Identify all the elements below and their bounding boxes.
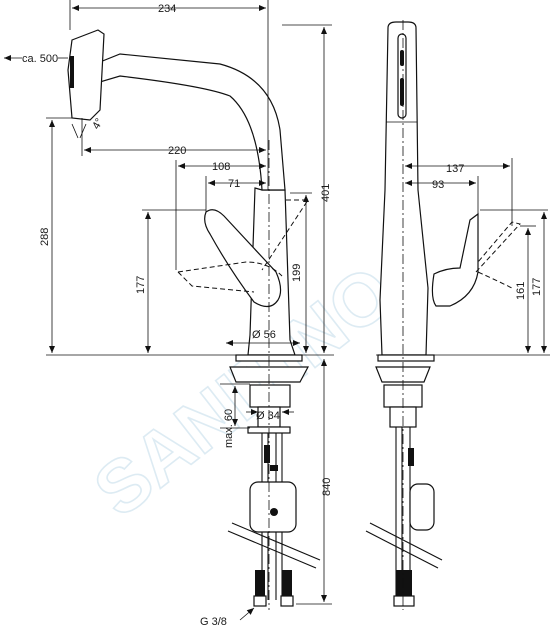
dim-220: 220 [168, 145, 186, 157]
shank-ring-front [249, 384, 291, 408]
dim-max-60: max. 60 [223, 409, 235, 448]
dim-234: 234 [158, 3, 176, 15]
hose-fitting-front-a [264, 445, 270, 463]
dim-93: 93 [432, 179, 444, 191]
spout-side [379, 21, 429, 356]
base-plate-side [377, 354, 435, 362]
hose-nut-front-2 [280, 595, 294, 607]
sink-line-front-1 [231, 522, 321, 561]
dim-177-front: 177 [135, 276, 147, 294]
dim-diameter-34: Ø 34 [256, 410, 280, 422]
lever-side-alt [475, 221, 521, 273]
dim-diameter-56: Ø 56 [252, 329, 276, 341]
dim-137: 137 [446, 163, 464, 175]
dim-pullout: ca. 500 [22, 53, 58, 65]
spray-head-front [67, 29, 105, 121]
hose-nut-side [393, 595, 415, 607]
dim-108: 108 [212, 161, 230, 173]
front-dimensions: 234 ca. 500 4° 220 108 71 401 288 199 [3, 0, 334, 628]
hose-nut-front-1 [253, 595, 267, 607]
dim-71: 71 [228, 178, 240, 190]
side-view [365, 20, 521, 610]
hose-weight-front [249, 481, 297, 533]
front-view [67, 29, 321, 610]
lever-alt-position [177, 261, 283, 293]
dim-199: 199 [291, 264, 303, 282]
sink-line-side-2 [365, 530, 439, 569]
sink-line-side-1 [369, 522, 443, 561]
lever-front [204, 209, 282, 308]
sink-line-front-2 [227, 530, 317, 569]
dim-840: 840 [321, 478, 333, 496]
spout-front [99, 53, 286, 191]
hose-end-front-1 [255, 570, 265, 596]
dim-177-side: 177 [531, 278, 543, 296]
hose-fitting-side [408, 448, 414, 466]
dim-288: 288 [39, 228, 51, 246]
hose-weight-marker [270, 508, 278, 516]
dim-angle: 4° [90, 116, 106, 131]
lever-side-alt-2 [477, 271, 513, 289]
watermark-text: SANITINO [79, 250, 409, 533]
lever-side [431, 212, 479, 307]
dim-161: 161 [515, 282, 527, 300]
dim-thread: G 3/8 [200, 616, 227, 628]
hose-fitting-front-b [270, 465, 278, 471]
dim-401: 401 [320, 184, 332, 202]
base-ring-side [375, 366, 431, 383]
hose-weight-side [409, 483, 435, 531]
hose-end-side [396, 570, 412, 596]
hose-end-front-2 [282, 570, 292, 596]
side-dimensions: 137 93 161 177 [376, 158, 550, 356]
spray-head-button [70, 56, 74, 88]
